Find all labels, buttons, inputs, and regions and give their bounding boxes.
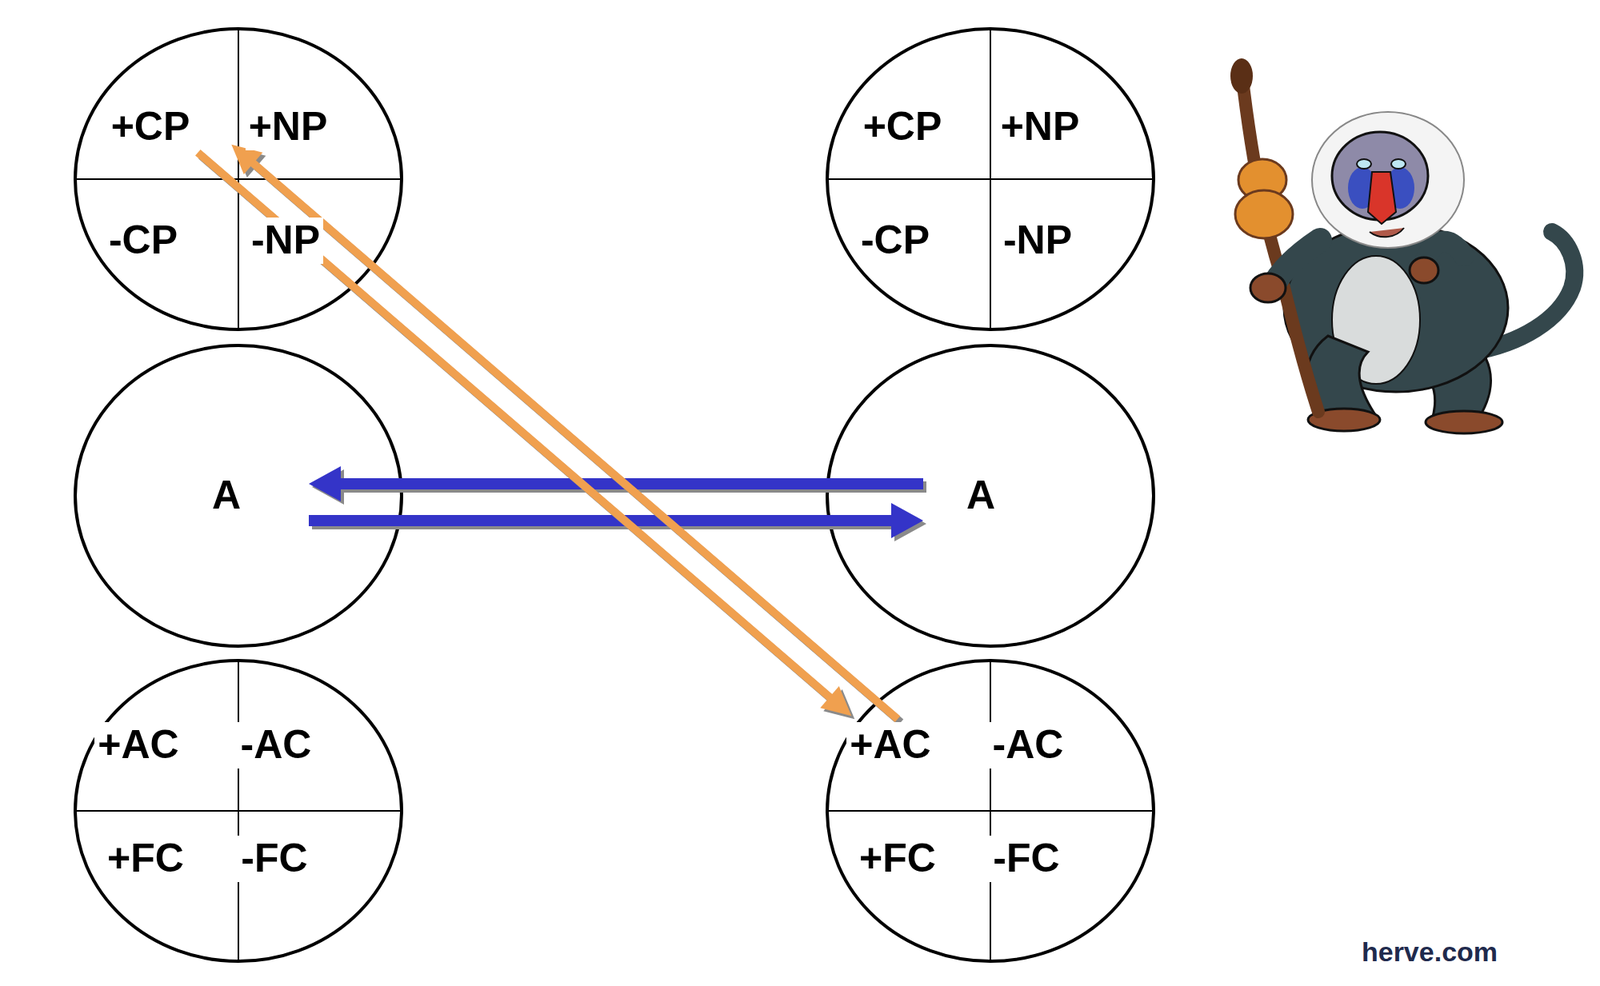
quadrant-cell: +FC [104, 836, 188, 883]
quadrant-cell: +AC [846, 722, 934, 769]
quadrant-label: +CP [111, 104, 191, 151]
quadrant-label: -AC [992, 722, 1064, 769]
circle-node: +AC -AC +FC -FC [72, 658, 404, 964]
circle-node: +CP +NP -CP -NP [824, 26, 1156, 332]
circle-outline [824, 658, 1156, 964]
quadrant-label: -NP [251, 217, 320, 264]
arrow-head [891, 503, 924, 539]
arrow-connector [197, 152, 855, 720]
quadrant-cell: -NP [1000, 217, 1076, 264]
circle-node: +CP +NP -CP -NP [72, 26, 404, 332]
quadrant-label: +FC [859, 836, 936, 883]
quadrant-cell: -NP [248, 217, 324, 264]
circle-border [75, 28, 402, 330]
circle-node: +AC -AC +FC -FC [824, 658, 1156, 964]
quadrant-divider [75, 178, 402, 180]
quadrant-label: -CP [108, 217, 178, 264]
quadrant-cell: +NP [245, 104, 332, 151]
quadrant-label: -NP [1003, 217, 1072, 264]
quadrant-cell: +FC [856, 836, 940, 883]
watermark-text: herve.com [1359, 936, 1500, 968]
quadrant-label: -CP [860, 217, 930, 264]
quadrant-cell: -AC [237, 722, 316, 769]
circle-border [75, 345, 402, 647]
quadrant-label: +NP [1000, 104, 1080, 151]
circle-border [827, 28, 1154, 330]
arrow-head [820, 686, 852, 716]
connector-line [248, 160, 898, 720]
quadrant-cell: -FC [989, 836, 1063, 883]
quadrant-label: +NP [248, 104, 328, 151]
circle-border [827, 345, 1154, 647]
quadrant-divider [827, 178, 1154, 180]
quadrant-cell: -FC [237, 836, 311, 883]
circle-outline [72, 658, 404, 964]
quadrant-cell: +CP [108, 104, 194, 151]
quadrant-label: +CP [863, 104, 943, 151]
arrow-head [308, 466, 341, 502]
quadrant-label: -FC [992, 836, 1060, 883]
quadrant-cell: -CP [857, 217, 933, 264]
circle-outline [824, 26, 1156, 332]
quadrant-divider [75, 810, 402, 812]
quadrant-divider [827, 810, 1154, 812]
quadrant-label: +AC [849, 722, 931, 769]
quadrant-cell: +NP [997, 104, 1084, 151]
arrow-connector [231, 144, 901, 724]
node-label: A [963, 472, 999, 520]
connector-line [308, 515, 898, 527]
quadrant-label: -AC [240, 722, 312, 769]
quadrant-label: -FC [240, 836, 308, 883]
quadrant-cell: -AC [989, 722, 1068, 769]
quadrant-cell: -CP [105, 217, 181, 264]
quadrant-cell: +CP [860, 104, 946, 151]
connector-line [197, 152, 834, 702]
circle-border [827, 660, 1154, 962]
circle-node: A [72, 343, 404, 649]
quadrant-label: +FC [107, 836, 184, 883]
circle-outline [72, 26, 404, 332]
quadrant-label: +AC [97, 722, 179, 769]
quadrant-cell: +AC [94, 722, 182, 769]
circle-node: A [824, 343, 1156, 649]
circle-border [75, 660, 402, 962]
node-label: A [208, 472, 244, 520]
